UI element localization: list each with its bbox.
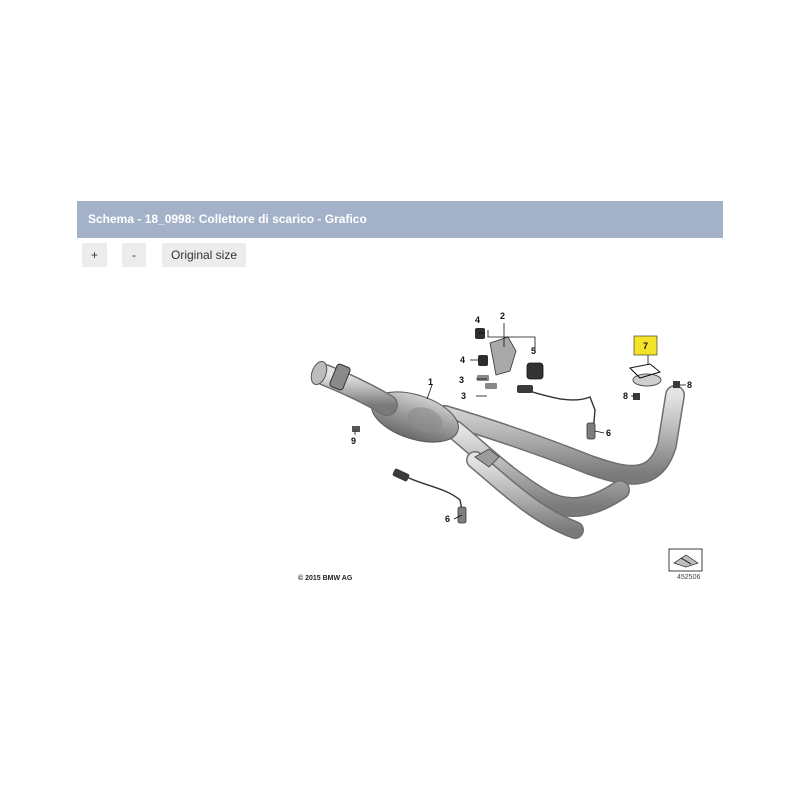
leader-lines — [354, 323, 686, 520]
diagram-drawing: 1 2 3 3 4 4 5 6 6 7 8 8 9 — [310, 311, 703, 572]
callout-2: 2 — [500, 311, 505, 321]
callout-8-right: 8 — [687, 380, 692, 390]
callout-numbers[interactable]: 1 2 3 3 4 4 5 6 6 7 8 8 9 — [351, 311, 692, 524]
callout-6-upper: 6 — [606, 428, 611, 438]
callout-8-left: 8 — [623, 391, 628, 401]
item-7-highlight — [633, 335, 658, 356]
callout-3-upper: 3 — [459, 375, 464, 385]
original-size-button[interactable]: Original size — [162, 243, 246, 267]
callout-9: 9 — [351, 436, 356, 446]
exhaust-manifold-diagram[interactable]: 1 2 3 3 4 4 5 6 6 7 8 8 9 © 2015 BMW AG … — [295, 295, 709, 587]
callout-6-lower: 6 — [445, 514, 450, 524]
small-parts — [352, 328, 680, 432]
callout-5: 5 — [531, 346, 536, 356]
page-title: Schema - 18_0998: Collettore di scarico … — [88, 212, 367, 226]
callout-4-lower: 4 — [460, 355, 465, 365]
view-direction-icon — [668, 548, 703, 572]
callout-4-upper: 4 — [475, 315, 480, 325]
zoom-in-button[interactable]: + — [82, 243, 107, 267]
drawing-number: 452506 — [677, 574, 701, 581]
header-bar: Schema - 18_0998: Collettore di scarico … — [77, 201, 723, 238]
callout-7: 7 — [643, 341, 648, 351]
oxygen-sensors — [392, 385, 596, 524]
exhaust-pipe-assembly — [310, 360, 685, 539]
zoom-out-button[interactable]: - — [122, 243, 146, 267]
copyright-text: © 2015 BMW AG — [298, 575, 353, 582]
callout-1: 1 — [428, 377, 433, 387]
callout-3-lower: 3 — [461, 391, 466, 401]
